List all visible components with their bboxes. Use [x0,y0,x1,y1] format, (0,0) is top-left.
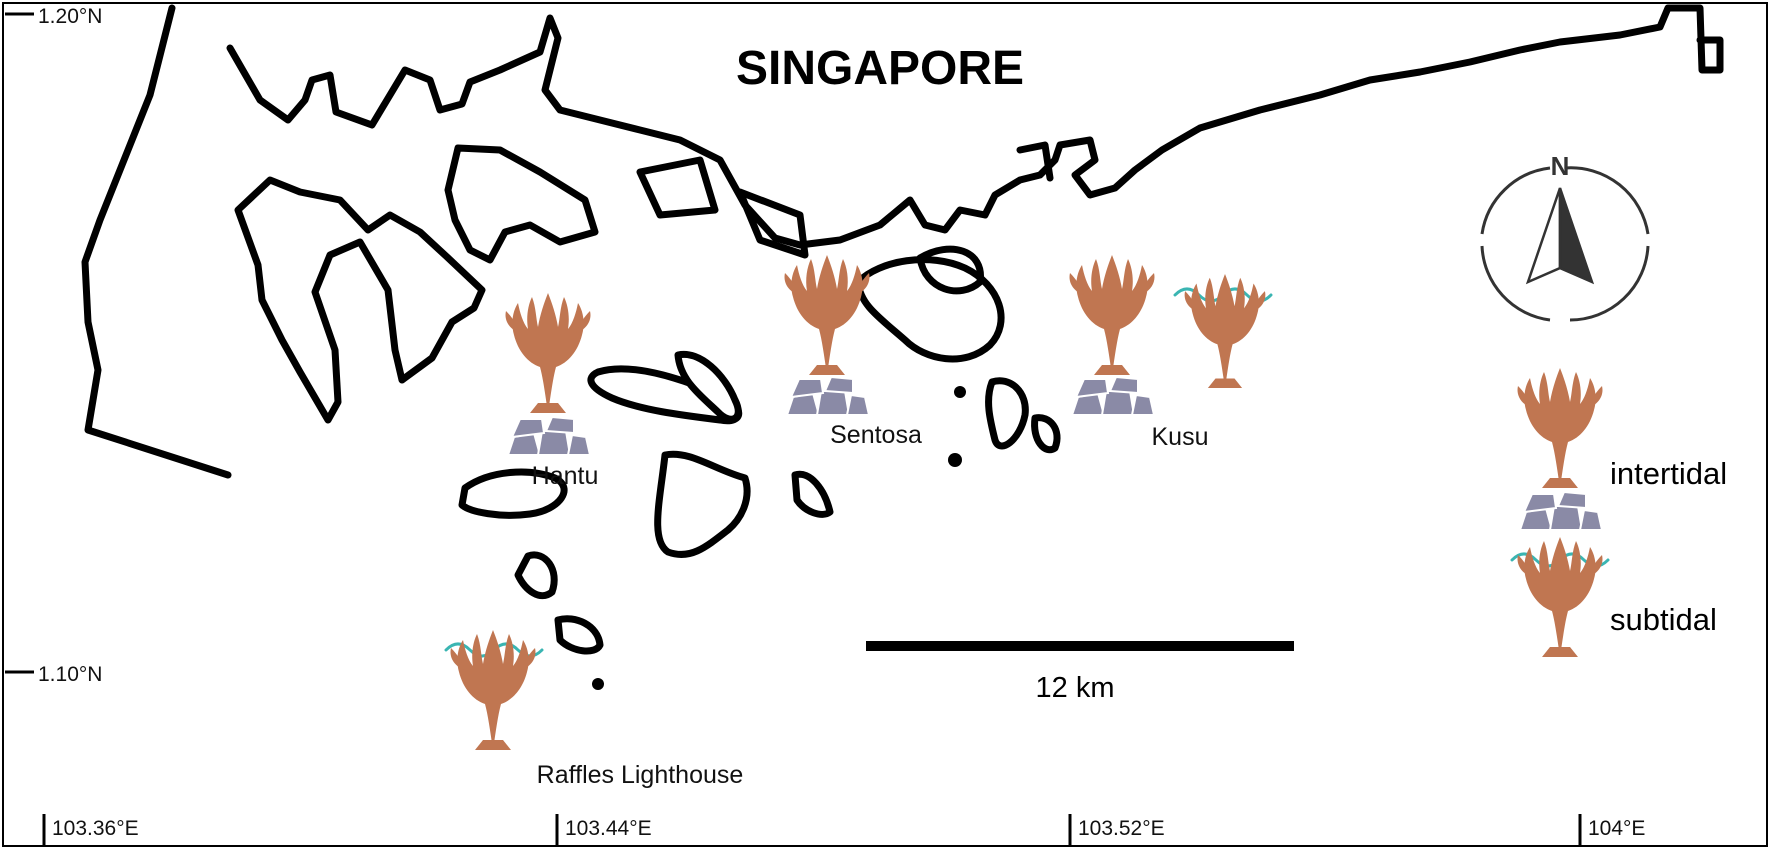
coral-icon [784,255,870,375]
island-e [791,470,834,518]
site-marker-hantu: Hantu [505,293,599,490]
coral-on-rocks-icon [1517,368,1603,488]
island-g [554,615,604,655]
site-label-raffles-lighthouse: Raffles Lighthouse [537,761,744,789]
rocks-icon [786,376,870,416]
coral-icon [1069,255,1155,375]
island-d [654,450,751,559]
coral-underwater-icon [1517,537,1603,657]
singapore-coastline [81,4,486,479]
rocks-icon [507,416,591,456]
lat-label-bottom: 1.10°N [38,663,102,686]
lat-label-top: 1.20°N [38,5,102,28]
site-marker-raffles-lighthouse: Raffles Lighthouse [444,630,744,789]
harbor-piers [636,141,1054,259]
islet [592,678,604,690]
lon-label-4: 104°E [1588,817,1645,840]
singapore-coastline-north [226,4,1724,249]
site-marker-kusu: Kusu [1069,255,1273,451]
legend-item-intertidal: intertidal [1517,368,1727,531]
legend-item-subtidal: subtidal [1510,537,1717,657]
pulau-brani [916,245,984,295]
scale-bar [866,641,1294,651]
site-label-hantu: Hantu [532,462,599,490]
coral-icon [1184,274,1266,388]
island-h [985,377,1029,450]
jurong-island [444,144,599,264]
legend-label-intertidal: intertidal [1610,456,1727,491]
site-label-kusu: Kusu [1152,423,1209,451]
north-label: N [1551,151,1570,181]
sentosa-island [854,256,1005,363]
north-arrow: N [1480,151,1650,322]
legend: intertidal subtidal [1510,368,1727,657]
site-marker-sentosa: Sentosa [784,255,922,449]
coral-icon [450,630,536,750]
island-c [458,468,568,519]
site-label-sentosa: Sentosa [830,421,922,449]
island-f [514,551,558,600]
legend-label-subtidal: subtidal [1610,602,1717,637]
lon-label-2: 103.44°E [565,817,652,840]
coral-icon [505,293,591,413]
islet [954,386,966,398]
rocks-icon [1519,491,1603,531]
rocks-icon [1071,376,1155,416]
map-title: SINGAPORE [736,42,1024,95]
island-b [674,350,742,423]
island-i [1031,414,1061,454]
scale-bar-label: 12 km [1036,672,1115,704]
island-a [587,365,743,425]
lon-label-1: 103.36°E [52,817,139,840]
islet [948,453,962,467]
lon-label-3: 103.52°E [1078,817,1165,840]
